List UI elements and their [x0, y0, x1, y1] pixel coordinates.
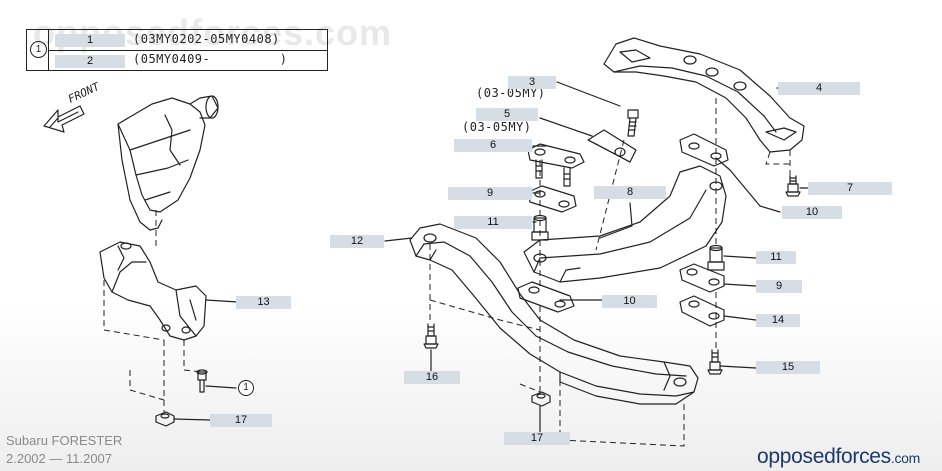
nut-left [155, 411, 211, 427]
spacer-11-upper [531, 214, 549, 241]
variant-table: 1 1 (03MY0202-05MY0408) 2 (05MY0409- ) [26, 29, 328, 71]
reference-symbol: 1 [30, 41, 47, 58]
cushion-9-upper [527, 185, 577, 213]
callout-part-3[interactable]: 3 [508, 76, 556, 89]
bolt-3 [627, 109, 639, 137]
table-divider [48, 50, 328, 51]
callout-part-10-lower[interactable]: 10 [602, 295, 657, 308]
variant-label-1[interactable]: 1 [55, 34, 125, 47]
rear-mount-bracket [99, 241, 207, 341]
vehicle-model: Subaru FORESTER [6, 433, 123, 448]
callout-part-11[interactable]: 11 [454, 216, 532, 229]
callout-part-15[interactable]: 15 [756, 361, 820, 374]
callout-part-9-right[interactable]: 9 [756, 280, 802, 293]
callout-part-17-left[interactable]: 17 [210, 414, 272, 427]
reference-marker[interactable]: 1 [238, 380, 254, 396]
model-code-bolt: (03-05MY) [476, 86, 546, 100]
transmission-housing [117, 95, 219, 231]
callout-part-8[interactable]: 8 [594, 186, 666, 199]
vehicle-years: 2.2002 — 11.2007 [6, 451, 113, 466]
plate-14-right [679, 295, 725, 327]
callout-part-16[interactable]: 16 [404, 371, 460, 384]
spacer-11-right [707, 244, 725, 271]
callout-part-7[interactable]: 7 [808, 182, 892, 195]
variant-range-2: (05MY0409- ) [133, 52, 288, 66]
brand-part2: forces [835, 445, 891, 468]
variant-label-2[interactable]: 2 [55, 55, 125, 68]
cushion-9-right [679, 263, 725, 293]
callout-part-4[interactable]: 4 [778, 82, 860, 95]
brand-part1: opposed [757, 445, 836, 468]
callout-part-9[interactable]: 9 [448, 187, 532, 200]
model-code-plate: (03-05MY) [462, 120, 532, 134]
vehicle-info: Subaru FORESTER 2.2002 — 11.2007 [6, 432, 122, 468]
brand-part3: .com [890, 450, 921, 466]
callout-part-5[interactable]: 5 [476, 108, 538, 121]
callout-part-17-right[interactable]: 17 [504, 432, 570, 445]
brand-logo[interactable]: opposedforces.com [757, 445, 920, 469]
callout-part-12[interactable]: 12 [330, 235, 384, 248]
variant-range-1: (03MY0202-05MY0408) [133, 32, 280, 46]
callout-part-6[interactable]: 6 [454, 139, 532, 152]
plate-5 [587, 129, 637, 163]
callout-part-11-right[interactable]: 11 [756, 251, 796, 264]
bolt-16 [423, 323, 439, 349]
cushion-10-upper [679, 133, 729, 167]
cushion-10-lower [517, 281, 575, 313]
bolt-15 [707, 349, 723, 375]
upper-crossmember [603, 37, 805, 153]
bolt-7 [785, 175, 801, 197]
bolt-left [196, 369, 237, 393]
front-arrow-icon [43, 105, 85, 133]
stud-bracket-6 [527, 143, 585, 187]
callout-part-10[interactable]: 10 [782, 206, 842, 219]
callout-part-13[interactable]: 13 [236, 296, 291, 309]
callout-part-14[interactable]: 14 [756, 314, 800, 327]
nut-17-right [531, 391, 551, 407]
